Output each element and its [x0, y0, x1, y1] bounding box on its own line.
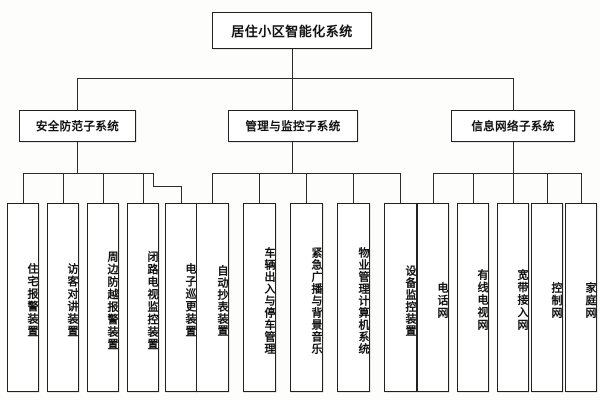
node-leaf-network-1[interactable]: 电话网: [417, 203, 449, 392]
connector-security-bus: [23, 173, 153, 174]
connector-management-leaf-3: [306, 173, 307, 203]
node-leaf-security-4[interactable]: 闭路电视监控装置: [127, 203, 159, 392]
connector-security-leaf-3: [103, 173, 104, 203]
connector-root-stem: [292, 49, 293, 78]
connector-security-bus-joint: [153, 173, 154, 186]
node-leaf-network-5[interactable]: 家庭网: [565, 203, 597, 392]
connector-drop-network: [513, 78, 514, 110]
connector-drop-management: [292, 78, 293, 110]
node-leaf-security-1[interactable]: 住宅报警装置: [7, 203, 39, 392]
connector-management-leaf-5: [400, 173, 401, 203]
connector-management-leaf-1: [212, 173, 213, 203]
node-leaf-management-5[interactable]: 设备监控装置: [384, 203, 417, 392]
connector-network-stem: [513, 142, 514, 173]
connector-network-bus: [433, 173, 581, 174]
connector-management-leaf-2: [259, 173, 260, 203]
connector-security-stem: [77, 142, 78, 173]
connector-security-leaf-1: [23, 173, 24, 203]
node-leaf-management-1[interactable]: 自动抄表装置: [196, 203, 229, 392]
connector-network-leaf-5: [581, 173, 582, 203]
connector-security-leaf-2: [63, 173, 64, 203]
node-leaf-management-3[interactable]: 紧急广播与背景音乐: [290, 203, 323, 392]
node-leaf-network-3[interactable]: 宽带接入网: [497, 203, 529, 392]
node-leaf-security-2[interactable]: 访客对讲装置: [47, 203, 79, 392]
connector-network-leaf-2: [473, 173, 474, 203]
node-leaf-management-4[interactable]: 物业管理计算机系统: [337, 203, 370, 392]
node-leaf-security-3[interactable]: 周边防越报警装置: [87, 203, 119, 392]
connector-drop-security: [77, 78, 78, 110]
connector-management-stem: [292, 142, 293, 173]
connector-management-leaf-4: [353, 173, 354, 203]
node-branch-network[interactable]: 信息网络子系统: [451, 110, 575, 142]
node-leaf-security-5[interactable]: 电子巡更装置: [165, 203, 197, 392]
node-leaf-network-4[interactable]: 控制网: [531, 203, 563, 392]
connector-network-leaf-4: [547, 173, 548, 203]
node-leaf-management-2[interactable]: 车辆出入与停车管理: [243, 203, 276, 392]
node-branch-security[interactable]: 安全防范子系统: [19, 110, 136, 142]
connector-main-bus: [77, 78, 514, 79]
node-leaf-network-2[interactable]: 有线电视网: [457, 203, 489, 392]
node-root[interactable]: 居住小区智能化系统: [212, 12, 372, 49]
node-branch-management[interactable]: 管理与监控子系统: [228, 110, 358, 142]
connector-security-leaf-5: [181, 186, 182, 203]
connector-security-leaf-4: [143, 173, 144, 203]
connector-security-bus-ext: [153, 186, 182, 187]
connector-network-leaf-1: [433, 173, 434, 203]
connector-network-leaf-3: [513, 173, 514, 203]
